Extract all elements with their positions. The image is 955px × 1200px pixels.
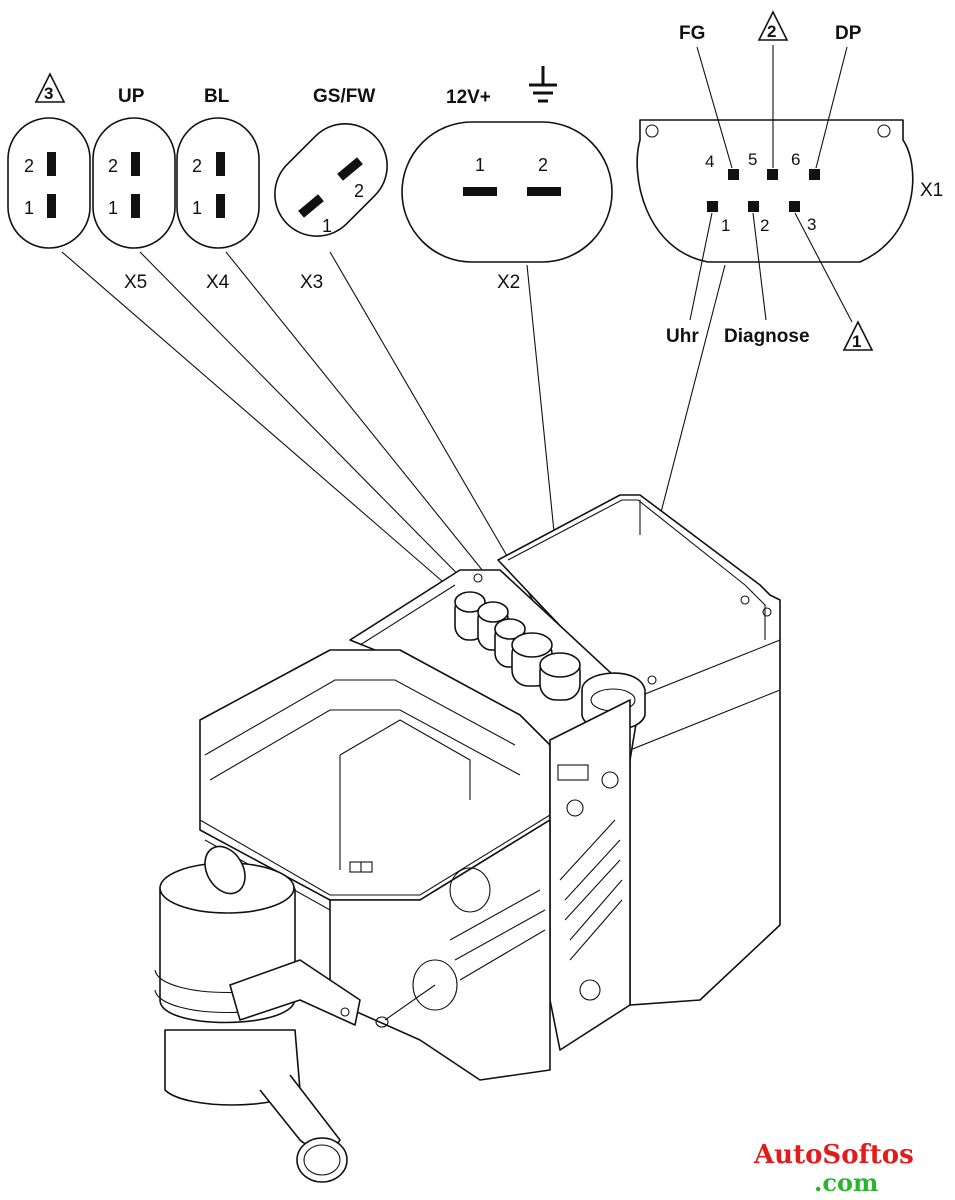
dp-label: DP (835, 23, 862, 44)
ground-icon (529, 66, 557, 103)
warning-triangle-icon (34, 72, 66, 103)
up-pin-bottom-label: 1 (108, 198, 118, 218)
x2-id-label: X2 (497, 272, 520, 293)
heater-device (154, 494, 781, 1183)
x2-pin-a-label: 1 (475, 155, 485, 175)
connector-x2: 1 2 12V+ X2 (401, 66, 613, 293)
x1-pin5-label: 5 (748, 150, 757, 169)
vent-slots (559, 819, 623, 961)
mount-hole (645, 124, 659, 138)
fg-label: FG (679, 23, 705, 44)
warning-1-number: 1 (852, 332, 861, 351)
device-socket (539, 652, 581, 701)
x4-pin-top-label: 2 (192, 156, 202, 176)
mount-hole (877, 124, 891, 138)
watermark-line1: AutoSoftos (753, 1140, 914, 1170)
warning-2-number: 2 (767, 22, 776, 41)
fuel-pump (154, 845, 361, 1183)
x5-warning-number: 3 (44, 84, 53, 103)
x2-header-label: 12V+ (446, 87, 491, 108)
x4-header-label: BL (204, 86, 230, 107)
x1-pin6-label: 6 (791, 150, 800, 169)
leader-lines (61, 251, 726, 691)
x3-header-label: GS/FW (313, 86, 375, 107)
x3-pin-a-label: 2 (354, 181, 364, 201)
x1-pin1-label: 1 (721, 216, 730, 235)
up-header-label: UP (118, 86, 145, 107)
connector-x4: 2 1 BL X4 (176, 86, 260, 293)
x5-pin-top-label: 2 (24, 156, 34, 176)
watermark-line2: .com (814, 1168, 878, 1197)
warning-triangle-icon (842, 320, 874, 351)
connector-up: 2 1 UP (92, 86, 176, 249)
watermark: AutoSoftos .com (753, 1140, 914, 1197)
connector-x5: 2 1 3 X5 (7, 72, 147, 293)
x1-pin2-label: 2 (760, 216, 769, 235)
up-pin-top-label: 2 (108, 156, 118, 176)
diagnose-label: Diagnose (724, 326, 810, 347)
x1-id-label: X1 (920, 180, 943, 201)
x5-id-label: X5 (124, 272, 147, 293)
device-socket (494, 618, 526, 668)
uhr-label: Uhr (666, 326, 699, 347)
x3-id-label: X3 (300, 272, 323, 293)
warning-triangle-icon (757, 10, 789, 41)
connector-x3: 2 1 GS/FW X3 (274, 86, 388, 293)
x2-pin-b-label: 2 (538, 155, 548, 175)
x3-pin-b-label: 1 (322, 216, 332, 236)
connector-x1: 4 5 6 1 2 3 X1 FG 2 DP Uhr Diagnose 1 (636, 10, 943, 351)
x1-pin3-label: 3 (807, 215, 816, 234)
x4-pin-bottom-label: 1 (192, 198, 202, 218)
x5-pin-bottom-label: 1 (24, 198, 34, 218)
x4-id-label: X4 (206, 272, 230, 293)
x1-pin4-label: 4 (705, 152, 714, 171)
